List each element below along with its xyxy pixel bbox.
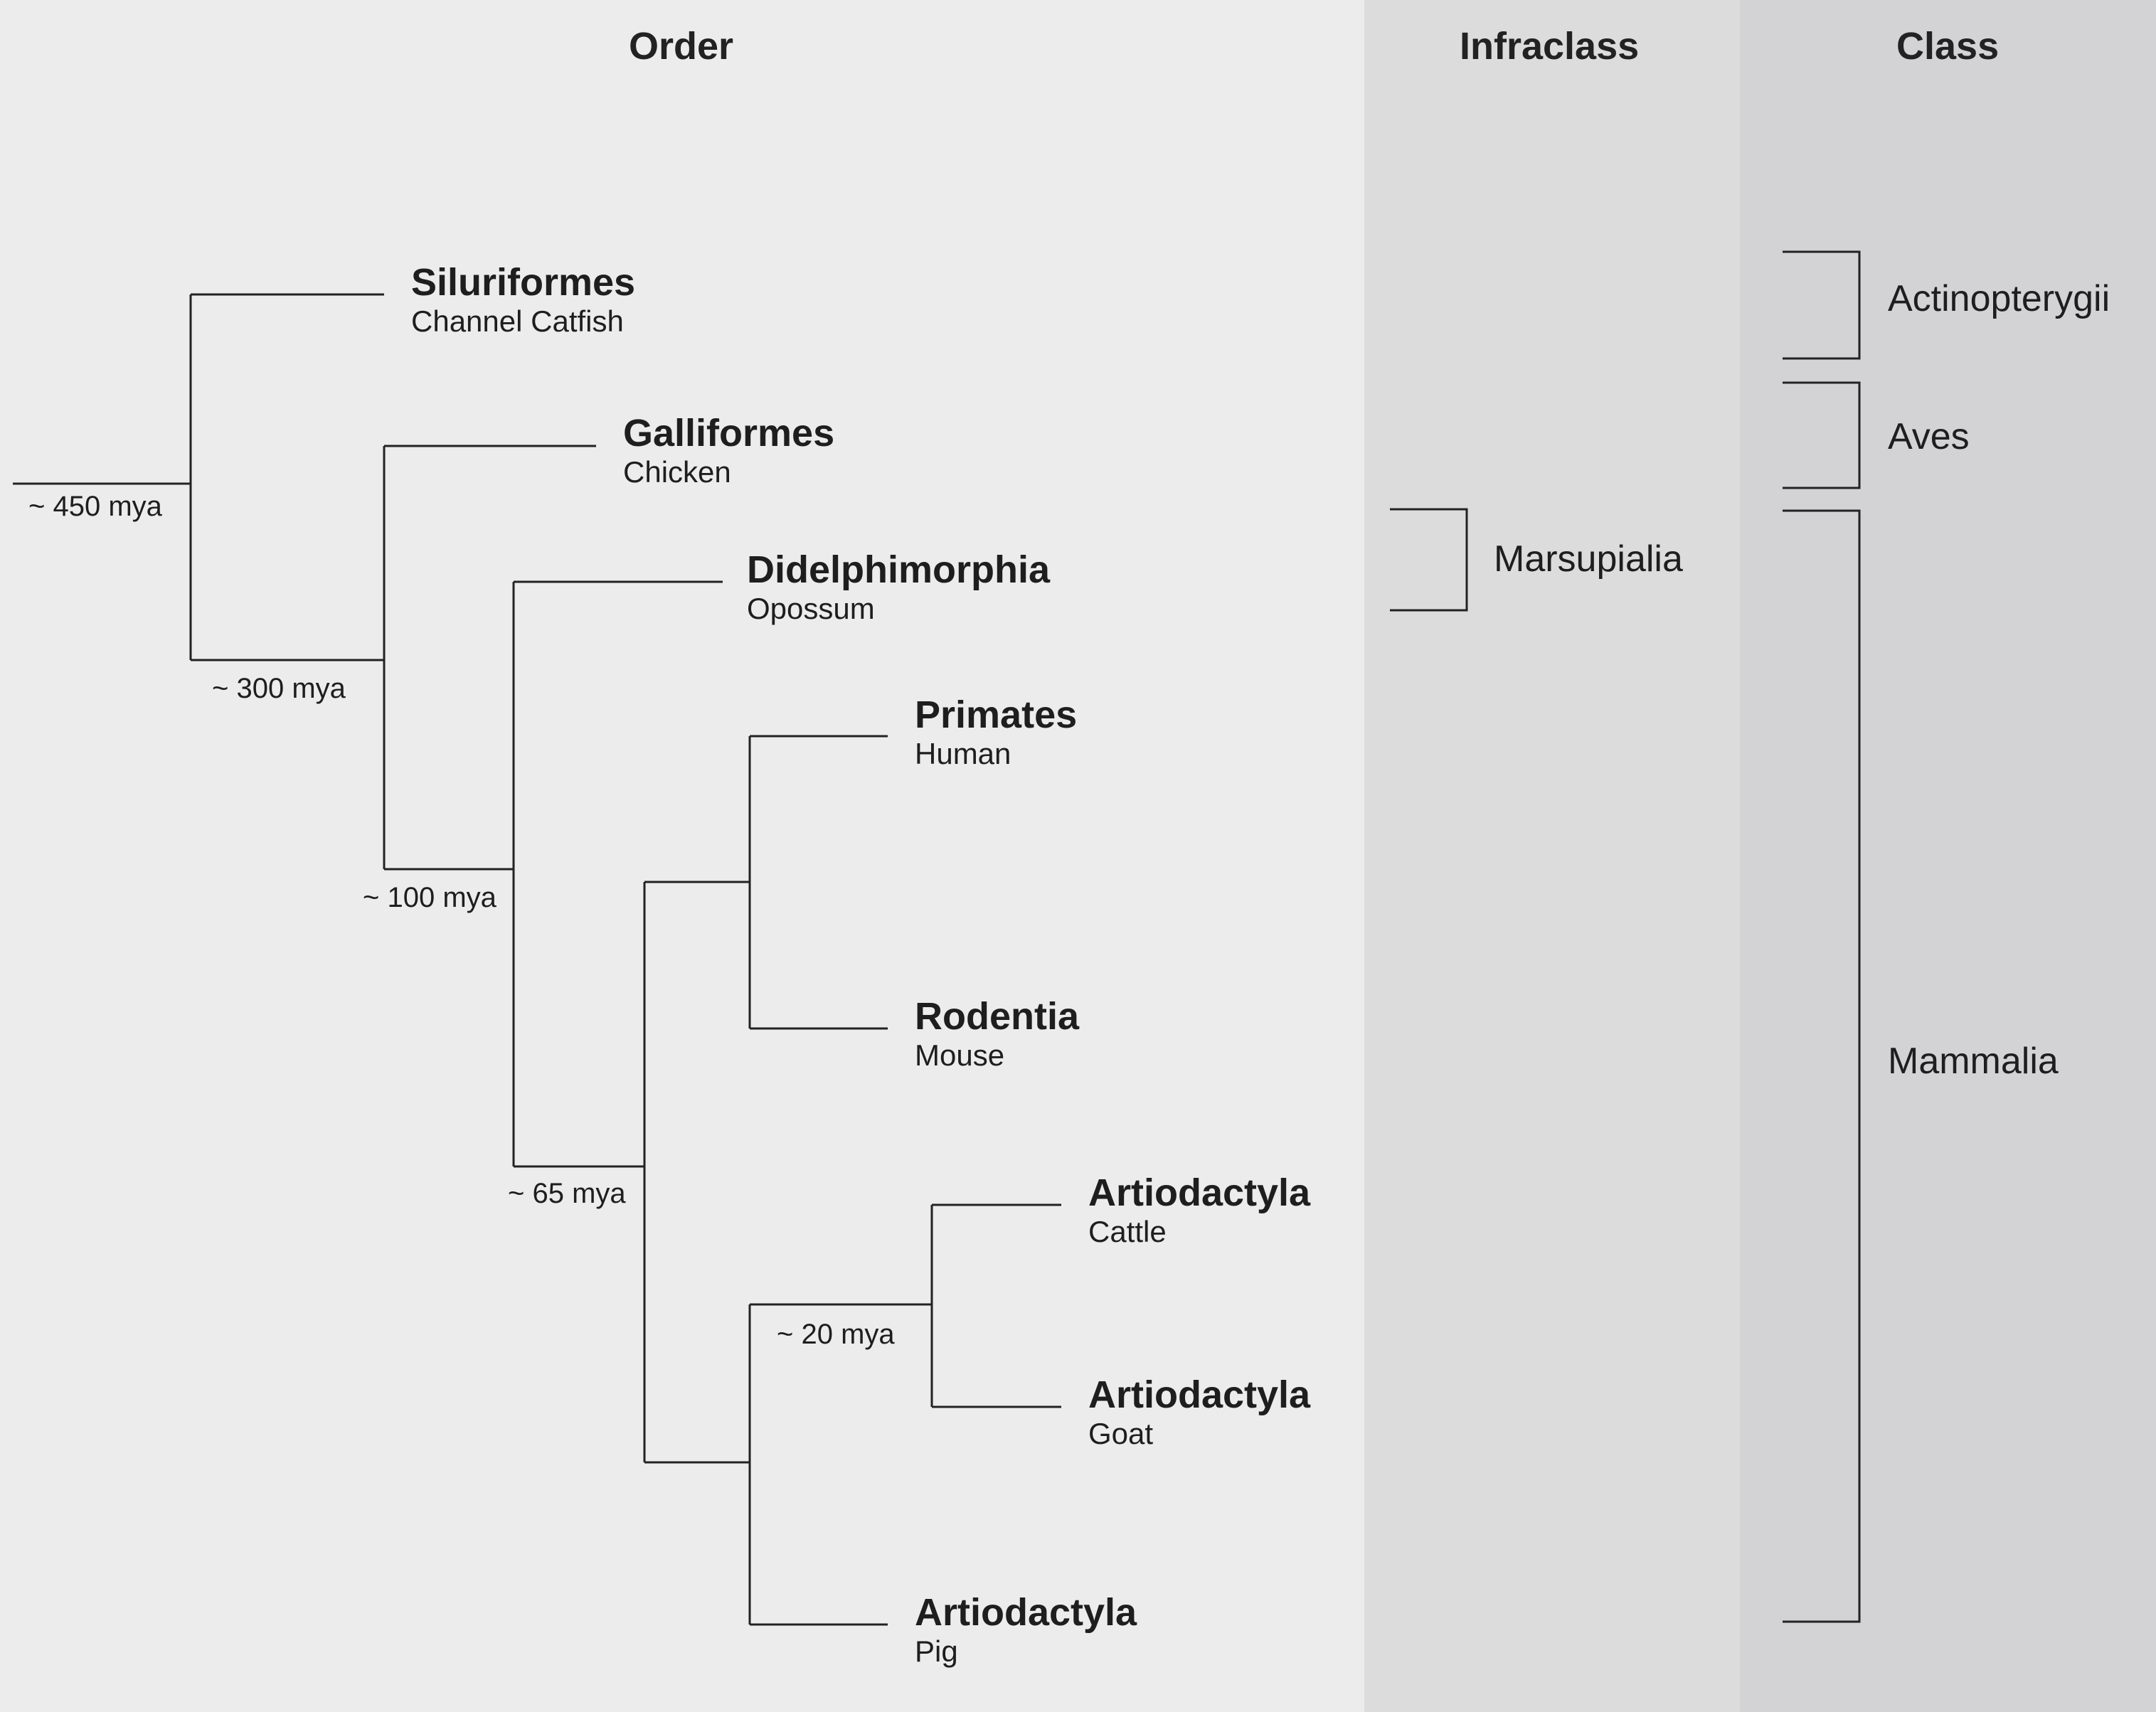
order-label-primates: Primates xyxy=(915,693,1078,736)
order-panel xyxy=(0,0,1364,1712)
common-label-goat: Goat xyxy=(1088,1417,1154,1450)
class-label-aves: Aves xyxy=(1888,416,1970,457)
divergence-time-100: ~ 100 mya xyxy=(363,882,496,913)
order-header: Order xyxy=(629,25,734,68)
class-panel xyxy=(1740,0,2156,1712)
order-label-artiodactyla-cattle: Artiodactyla xyxy=(1088,1171,1311,1214)
common-label-human: Human xyxy=(915,737,1011,770)
common-label-chicken: Chicken xyxy=(623,455,731,489)
order-label-artiodactyla-pig: Artiodactyla xyxy=(915,1591,1137,1634)
common-label-opossum: Opossum xyxy=(747,592,875,625)
infraclass-header: Infraclass xyxy=(1460,25,1640,68)
common-label-cattle: Cattle xyxy=(1088,1215,1167,1248)
actinopterygii-bracket xyxy=(1783,250,1861,360)
infraclass-panel xyxy=(1364,0,1740,1712)
divergence-time-450: ~ 450 mya xyxy=(28,491,162,522)
infraclass-label-marsupialia: Marsupialia xyxy=(1494,538,1683,580)
mammalia-bracket xyxy=(1783,509,1861,1623)
order-label-galliformes: Galliformes xyxy=(623,412,835,454)
aves-bracket xyxy=(1783,381,1861,489)
order-label-siluriformes: Siluriformes xyxy=(411,261,636,304)
common-label-channel-catfish: Channel Catfish xyxy=(411,304,624,338)
order-label-didelphimorphia: Didelphimorphia xyxy=(747,548,1051,591)
divergence-time-20: ~ 20 mya xyxy=(777,1319,895,1350)
class-label-actinopterygii: Actinopterygii xyxy=(1888,278,2110,319)
class-label-mammalia: Mammalia xyxy=(1888,1041,2059,1082)
order-label-rodentia: Rodentia xyxy=(915,995,1080,1038)
common-label-pig: Pig xyxy=(915,1634,958,1668)
class-header: Class xyxy=(1896,25,2000,68)
marsupialia-bracket xyxy=(1390,508,1468,612)
divergence-time-300: ~ 300 mya xyxy=(212,673,346,704)
common-label-mouse: Mouse xyxy=(915,1038,1005,1072)
divergence-time-65: ~ 65 mya xyxy=(508,1178,626,1209)
order-label-artiodactyla-goat: Artiodactyla xyxy=(1088,1373,1311,1416)
